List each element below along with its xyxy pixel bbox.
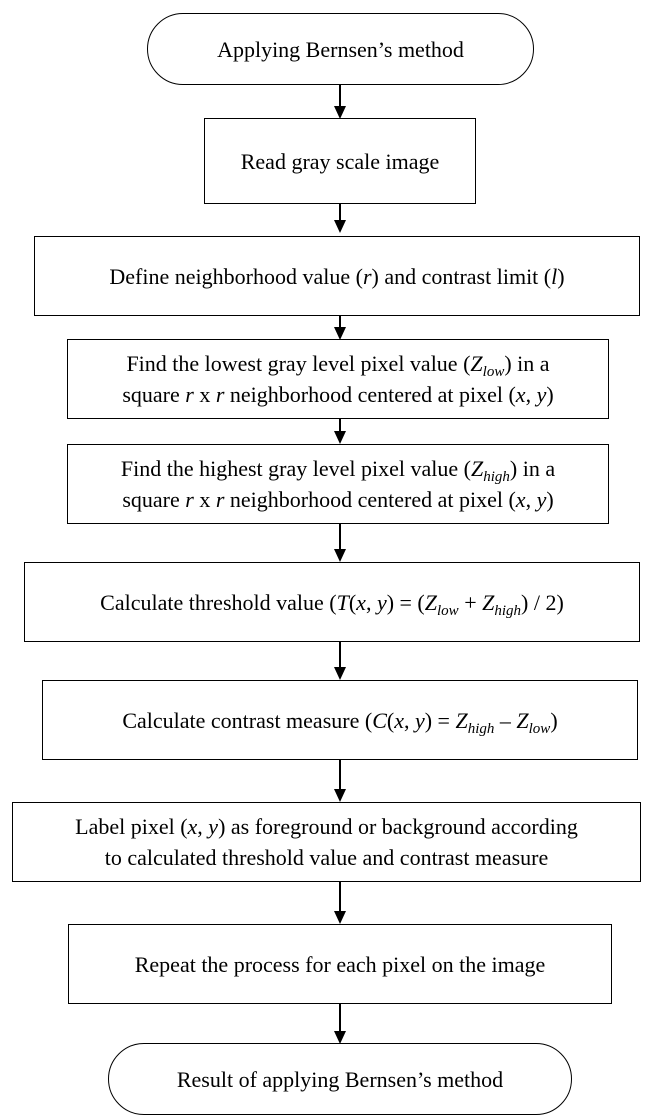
step-calculate-contrast: Calculate contrast measure (C(x, y) = Zh… — [42, 680, 638, 760]
step-define-parameters: Define neighborhood value (r) and contra… — [34, 236, 640, 316]
step-label-line2: to calculated threshold value and contra… — [104, 845, 549, 870]
end-label: Result of applying Bernsen’s method — [176, 1066, 504, 1092]
step-repeat-label: Repeat the process for each pixel on the… — [134, 951, 546, 977]
step-find-highest: Find the highest gray level pixel value … — [67, 444, 609, 524]
step-define-label: Define neighborhood value (r) and contra… — [109, 263, 565, 289]
start-label: Applying Bernsen’s method — [217, 36, 464, 62]
step-label-pixel: Label pixel (x, y) as foreground or back… — [12, 802, 641, 882]
end-terminal: Result of applying Bernsen’s method — [108, 1043, 572, 1115]
step-find-lowest-line1: Find the lowest gray level pixel value (… — [126, 351, 550, 380]
step-find-lowest: Find the lowest gray level pixel value (… — [67, 339, 609, 419]
step-find-highest-line1: Find the highest gray level pixel value … — [120, 456, 556, 485]
step-label-line1: Label pixel (x, y) as foreground or back… — [75, 814, 578, 839]
step-calculate-threshold: Calculate threshold value (T(x, y) = (Zl… — [24, 562, 640, 642]
step-repeat: Repeat the process for each pixel on the… — [68, 924, 612, 1004]
step-find-lowest-line2: square r x r neighborhood centered at pi… — [122, 382, 554, 407]
step-read-image: Read gray scale image — [204, 118, 476, 204]
step-threshold-label: Calculate threshold value (T(x, y) = (Zl… — [100, 589, 564, 619]
start-terminal: Applying Bernsen’s method — [147, 13, 534, 85]
step-contrast-label: Calculate contrast measure (C(x, y) = Zh… — [122, 707, 558, 737]
step-read-image-label: Read gray scale image — [240, 148, 440, 174]
step-find-highest-line2: square r x r neighborhood centered at pi… — [122, 487, 554, 512]
